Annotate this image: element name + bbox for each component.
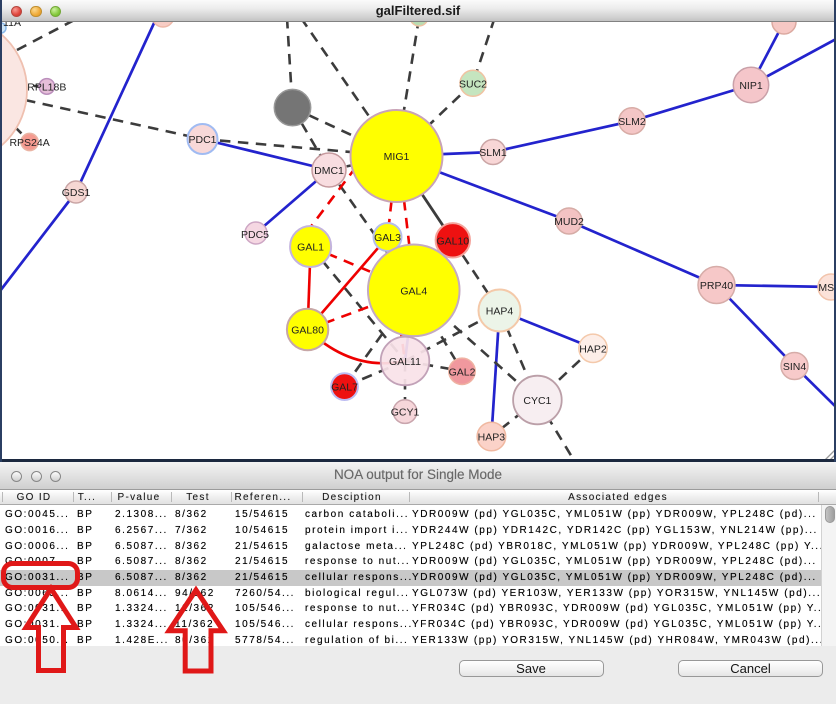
svg-text:GAL1: GAL1	[297, 242, 324, 254]
svg-text:HAP2: HAP2	[579, 343, 607, 355]
svg-text:RPS24A: RPS24A	[9, 137, 49, 149]
svg-text:CYC1: CYC1	[523, 395, 551, 407]
svg-text:SLM2: SLM2	[618, 116, 646, 128]
svg-text:MIG1: MIG1	[384, 151, 410, 163]
svg-text:SLM1: SLM1	[479, 147, 507, 159]
svg-text:MUD2: MUD2	[554, 216, 584, 228]
svg-text:GAL7: GAL7	[331, 382, 358, 394]
svg-text:SIN4: SIN4	[783, 361, 807, 373]
svg-text:GAL4: GAL4	[400, 285, 427, 297]
svg-text:PRP40: PRP40	[700, 280, 733, 292]
svg-text:MSN5: MSN5	[818, 282, 836, 294]
svg-text:DMC1: DMC1	[314, 165, 344, 177]
svg-text:RPL18B: RPL18B	[27, 81, 66, 93]
svg-text:GAL2: GAL2	[449, 366, 476, 378]
svg-text:GAL10: GAL10	[436, 235, 469, 247]
svg-text:GDS1: GDS1	[62, 187, 91, 199]
svg-text:GAL80: GAL80	[291, 325, 324, 337]
svg-text:PDC5: PDC5	[241, 229, 269, 241]
svg-text:HAP4: HAP4	[486, 306, 514, 318]
svg-text:HAP3: HAP3	[478, 432, 506, 444]
svg-text:GAL3: GAL3	[374, 232, 401, 244]
svg-text:NIP1: NIP1	[739, 80, 763, 92]
svg-text:GCY1: GCY1	[391, 407, 420, 419]
svg-text:SUC2: SUC2	[459, 78, 487, 90]
svg-text:GAL11: GAL11	[389, 356, 421, 368]
svg-text:PDC1: PDC1	[188, 134, 216, 146]
